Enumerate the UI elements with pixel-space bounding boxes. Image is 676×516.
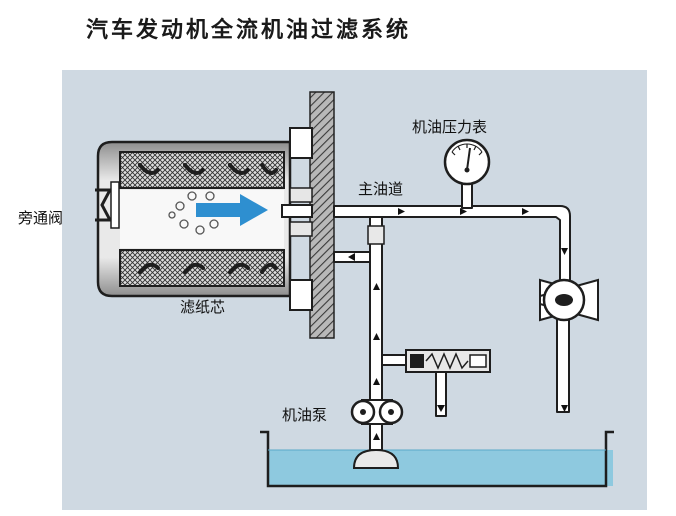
label-filter-paper: 滤纸芯 (180, 298, 226, 316)
bearing (539, 278, 599, 322)
oil-sump (260, 430, 614, 488)
oil-filter (95, 127, 385, 311)
label-oil-pump: 机油泵 (282, 406, 328, 424)
label-pressure-gauge: 机油压力表 (412, 118, 488, 136)
engine-block-wall (309, 91, 335, 339)
oil-pump (350, 399, 404, 469)
pressure-gauge (443, 138, 491, 186)
label-bypass-valve: 旁通阀 (18, 209, 64, 227)
bypass-valve-spring (95, 188, 113, 222)
flow-arrows (348, 208, 568, 412)
oil-strainer (352, 448, 400, 469)
blue-flow-arrow (196, 194, 268, 226)
relief-valve (405, 349, 491, 373)
label-main-gallery: 主油道 (358, 180, 404, 198)
diagram-title: 汽车发动机全流机油过滤系统 (86, 18, 412, 43)
oil-pipes (333, 181, 571, 417)
